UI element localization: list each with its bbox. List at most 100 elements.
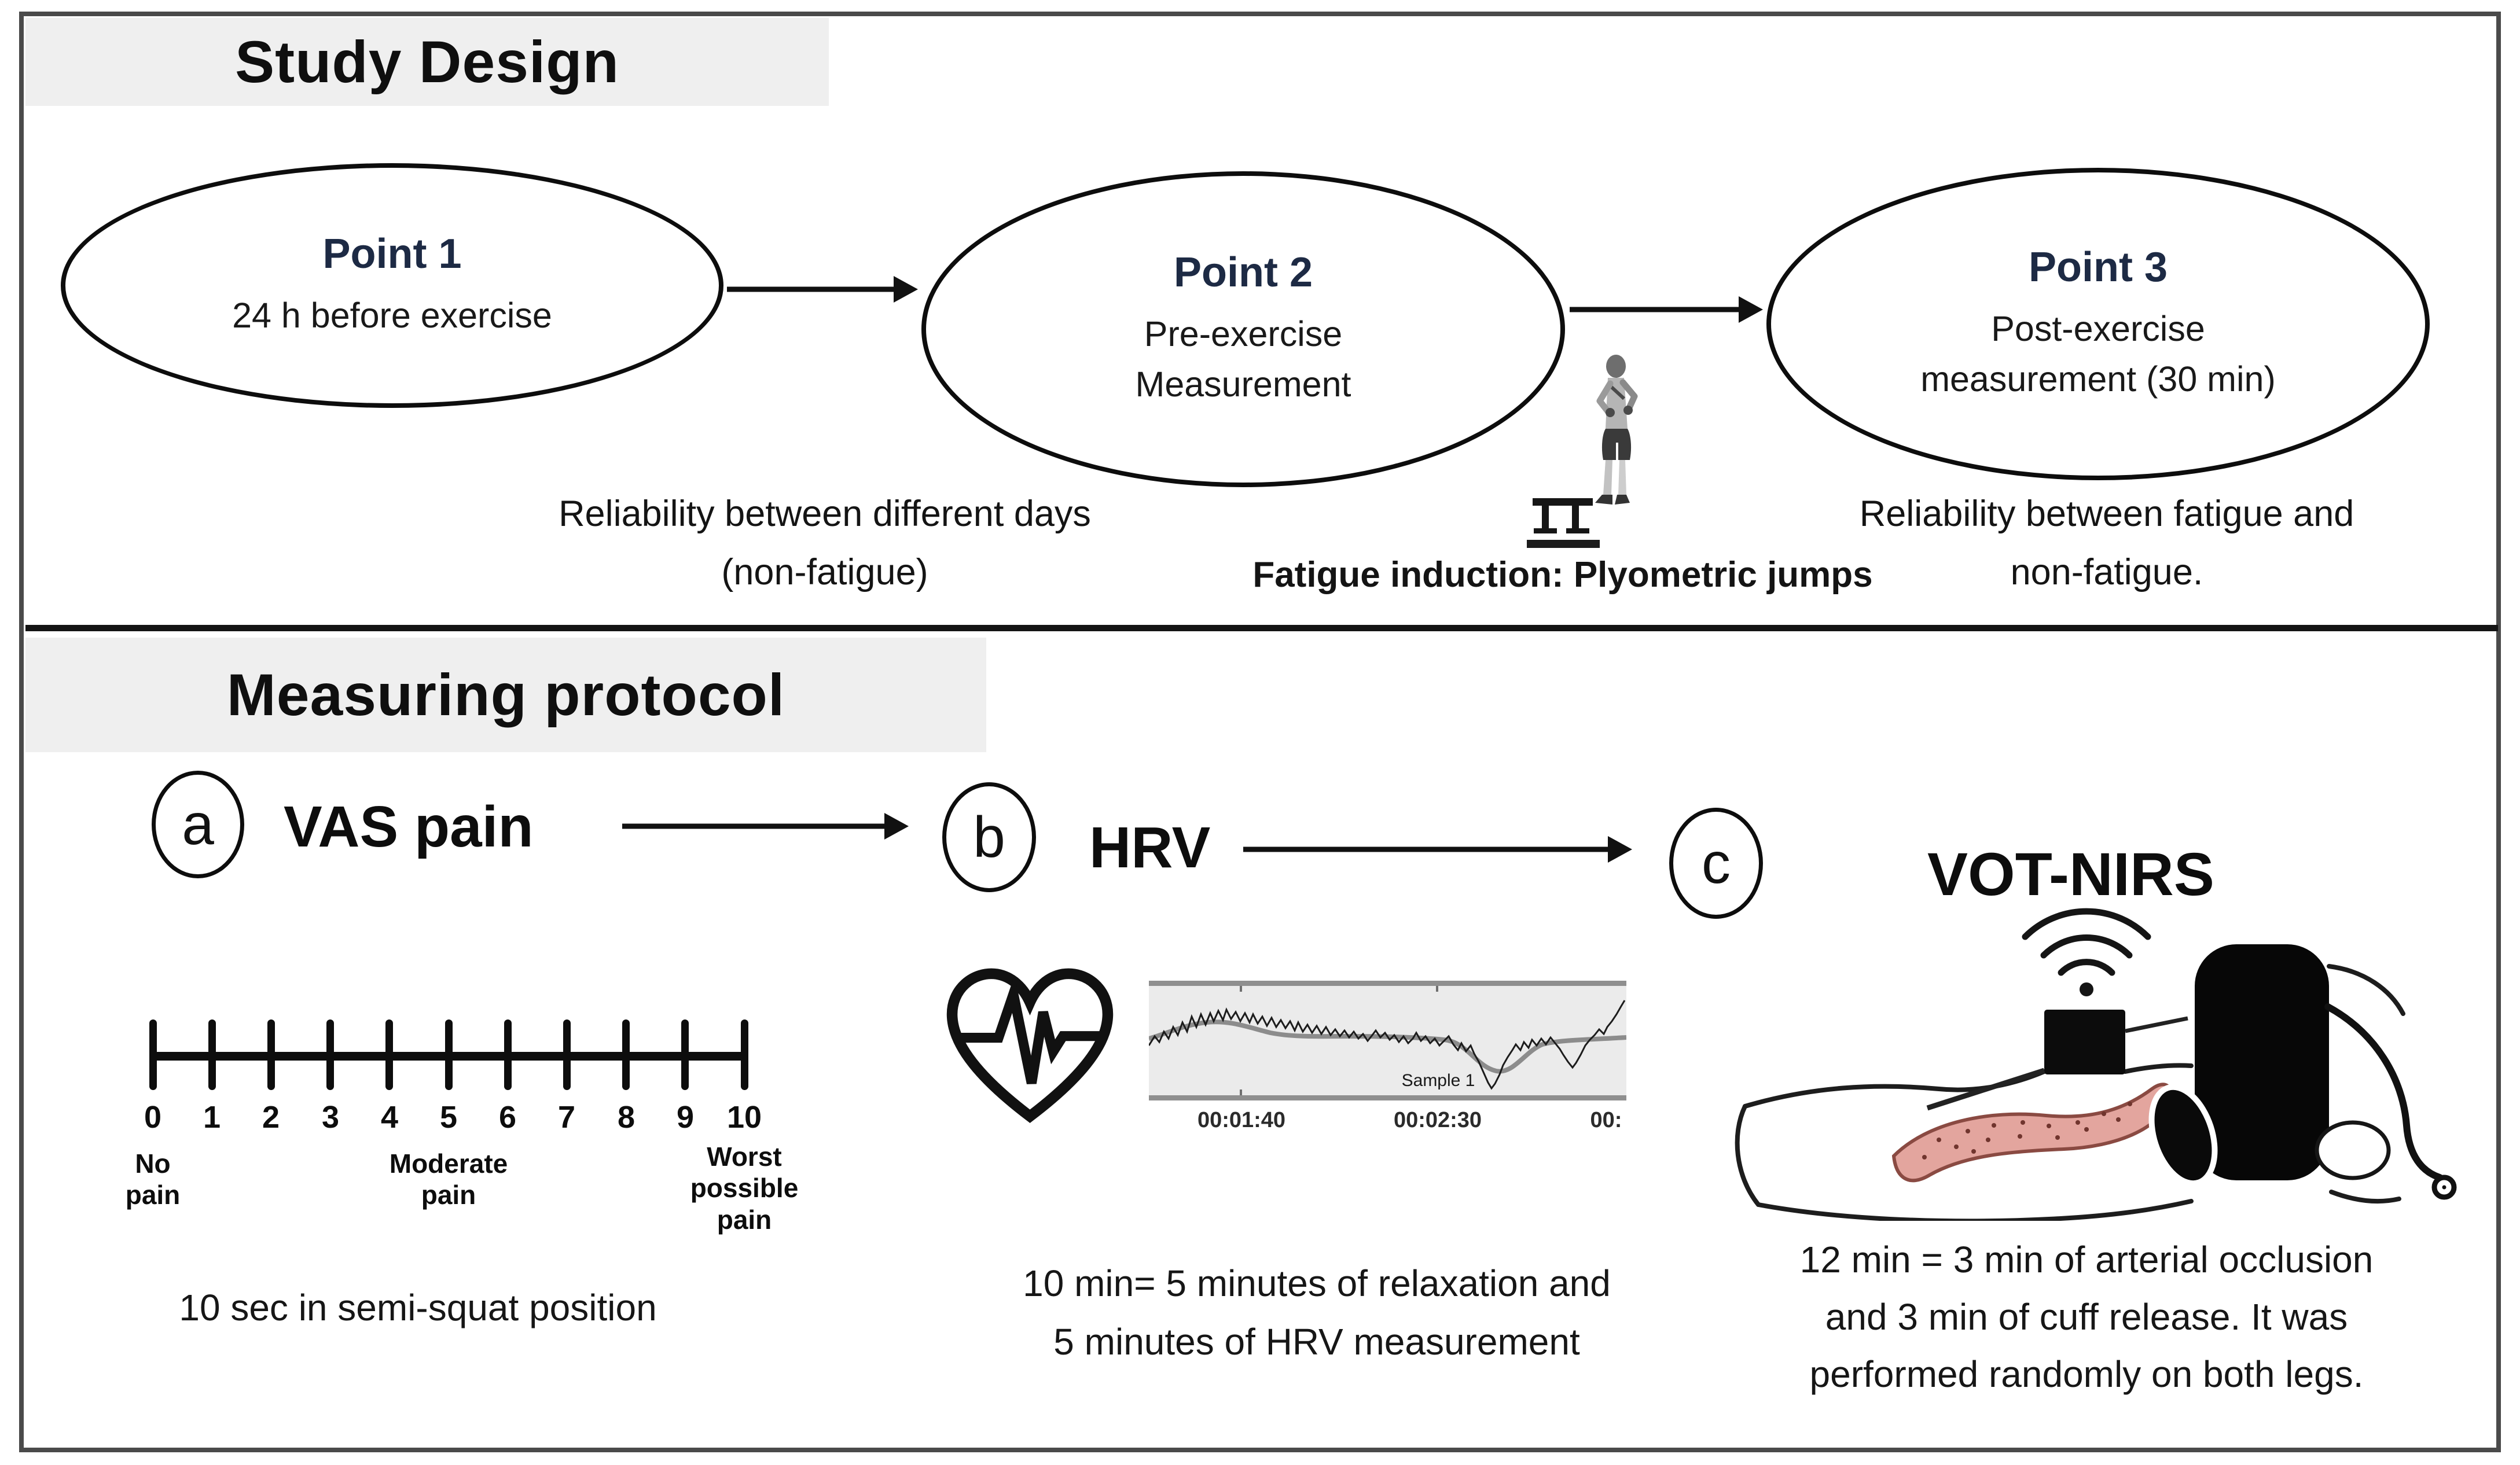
step-a-circle: a xyxy=(152,771,244,878)
fatigue-induction-caption: Fatigue induction: Plyometric jumps xyxy=(1252,555,1873,595)
arrow-point2-point3 xyxy=(1570,292,1763,327)
step-b-caption-line2: 5 minutes of HRV measurement xyxy=(1053,1321,1580,1363)
point3-line2: measurement (30 min) xyxy=(1920,359,2276,399)
vas-number-4: 4 xyxy=(380,1100,399,1135)
sensor-wire xyxy=(2125,1016,2188,1033)
vas-number-7: 7 xyxy=(557,1100,576,1135)
measuring-protocol-title: Measuring protocol xyxy=(226,661,785,728)
study-design-header: Study Design xyxy=(25,18,829,106)
vas-anchor-line: pain xyxy=(125,1180,181,1210)
step-b-caption: 10 min= 5 minutes of relaxation and 5 mi… xyxy=(955,1254,1678,1371)
study-design-title: Study Design xyxy=(235,28,619,95)
vas-number-9: 9 xyxy=(676,1100,695,1135)
step-b-label: HRV xyxy=(1089,815,1211,880)
arrow-head-icon xyxy=(1608,836,1632,863)
arrow-head-icon xyxy=(1739,296,1763,323)
vas-anchor-line: possible xyxy=(690,1173,799,1203)
vas-number-8: 8 xyxy=(617,1100,635,1135)
hrv-time-axis: 00:01:40 00:02:30 00: xyxy=(1149,1108,1626,1137)
step-c-circle: c xyxy=(1669,808,1763,919)
point3-line1: Post-exercise xyxy=(1991,309,2205,349)
vas-anchor-no-pain: No pain xyxy=(106,1148,199,1211)
vas-tick xyxy=(504,1019,512,1090)
vas-scale: 0 1 2 3 4 5 6 7 8 9 10 No pain Moderate … xyxy=(126,1013,798,1267)
vas-anchor-line: No xyxy=(135,1149,171,1179)
wifi-signal-icon xyxy=(2022,908,2151,976)
point3-ellipse: Point 3 Post-exercise measurement (30 mi… xyxy=(1766,168,2430,480)
hrv-noisy-line xyxy=(1149,1000,1626,1090)
point1-line1: 24 h before exercise xyxy=(232,296,552,336)
section-divider xyxy=(25,625,2498,631)
pump-cord xyxy=(2324,1003,2443,1181)
arrow-head-icon xyxy=(884,813,909,840)
arrow-point1-point2 xyxy=(727,272,918,307)
hrv-time-3: 00: xyxy=(1590,1108,1622,1132)
vas-number-0: 0 xyxy=(144,1100,162,1135)
step-c-caption-line1: 12 min = 3 min of arterial occlusion xyxy=(1799,1239,2374,1280)
vot-nirs-illustration xyxy=(1735,908,2457,1221)
vas-tick xyxy=(681,1019,689,1090)
vas-number-2: 2 xyxy=(262,1100,280,1135)
jumping-person-icon xyxy=(1527,355,1638,548)
step-c-caption-line3: performed randomly on both legs. xyxy=(1809,1353,2364,1396)
heel-outline xyxy=(2315,1120,2391,1180)
vas-tick xyxy=(445,1019,453,1090)
vas-anchor-line: pain xyxy=(717,1204,772,1235)
step-a-caption: 10 sec in semi-squat position xyxy=(71,1279,765,1337)
vas-tick xyxy=(326,1019,334,1090)
step-b-letter: b xyxy=(973,804,1005,870)
step-c-letter: c xyxy=(1702,830,1731,896)
muscle-speckles xyxy=(1922,1102,2132,1160)
vas-anchor-worst-pain: Worst possible pain xyxy=(652,1141,837,1235)
vas-number-6: 6 xyxy=(498,1100,517,1135)
hrv-smooth-line xyxy=(1149,1019,1626,1074)
hrv-sample-label: Sample 1 xyxy=(1402,1071,1475,1090)
step-a-caption-line1: 10 sec in semi-squat position xyxy=(179,1287,657,1328)
person-figure xyxy=(1595,355,1638,505)
point3-title: Point 3 xyxy=(2028,244,2168,291)
step-b-caption-line1: 10 min= 5 minutes of relaxation and xyxy=(1023,1262,1611,1304)
reliability-days-note-line1: Reliability between different days xyxy=(559,494,1091,534)
vas-number-3: 3 xyxy=(321,1100,340,1135)
hrv-time-2: 00:02:30 xyxy=(1393,1108,1482,1132)
vas-anchor-line: pain xyxy=(421,1180,476,1210)
arrow-head-icon xyxy=(894,276,918,303)
reliability-days-note: Reliability between different days (non-… xyxy=(463,485,1186,602)
vas-tick xyxy=(563,1019,571,1090)
step-a-label: VAS pain xyxy=(284,794,534,859)
reliability-fatigue-note-line1: Reliability between fatigue and xyxy=(1859,494,2354,534)
arrow-a-b xyxy=(622,809,909,844)
plyo-box-icon xyxy=(1527,498,1600,548)
arrow-b-c xyxy=(1243,832,1632,867)
arrow-shaft xyxy=(622,823,891,829)
vas-anchor-line: Moderate xyxy=(389,1149,508,1179)
vas-number-10: 10 xyxy=(726,1100,762,1135)
point1-ellipse: Point 1 24 h before exercise xyxy=(61,163,723,408)
arrow-shaft xyxy=(727,286,901,292)
vas-number-1: 1 xyxy=(203,1100,221,1135)
reliability-fatigue-note: Reliability between fatigue and non-fati… xyxy=(1736,485,2477,602)
heart-pulse-icon xyxy=(946,968,1114,1123)
step-c-label: VOT-NIRS xyxy=(1927,841,2214,908)
vas-tick xyxy=(267,1019,275,1090)
hrv-time-1: 00:01:40 xyxy=(1197,1108,1286,1132)
point2-title: Point 2 xyxy=(1173,249,1313,296)
nirs-sensor-icon xyxy=(2044,1010,2125,1074)
point2-ellipse: Point 2 Pre-exercise Measurement xyxy=(921,171,1565,487)
sensor-strap xyxy=(1926,1068,2045,1111)
vas-number-5: 5 xyxy=(439,1100,458,1135)
point2-line1: Pre-exercise xyxy=(1144,314,1343,354)
hrv-trace-chart: Sample 1 xyxy=(1149,981,1626,1100)
arrow-shaft xyxy=(1570,307,1746,312)
step-c-caption-line2: and 3 min of cuff release. It was xyxy=(1825,1296,2348,1338)
reliability-days-note-line2: (non-fatigue) xyxy=(721,551,928,592)
measuring-protocol-header: Measuring protocol xyxy=(25,638,986,752)
cord-valve-dot xyxy=(2442,1185,2446,1190)
vas-anchor-line: Worst xyxy=(707,1142,782,1172)
pump-bulb-icon xyxy=(2148,1084,2218,1187)
vas-tick xyxy=(741,1019,748,1090)
wifi-dot xyxy=(2080,982,2093,996)
point2-line2: Measurement xyxy=(1135,365,1351,404)
vas-tick xyxy=(622,1019,630,1090)
step-a-letter: a xyxy=(182,792,214,857)
